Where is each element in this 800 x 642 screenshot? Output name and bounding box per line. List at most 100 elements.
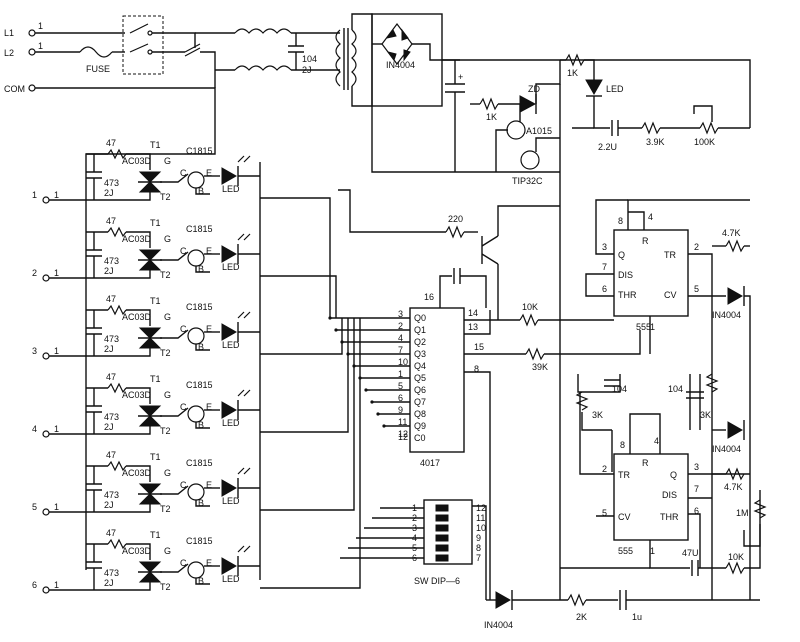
bottom-rail: IN4004 2K 1u <box>484 590 760 630</box>
pin-thr-b: THR <box>660 512 679 522</box>
output-label: 1 <box>32 190 37 200</box>
ic-555-bottom: 555 TR R Q DIS CV THR 8 4 2 5 1 3 7 6 47… <box>560 392 767 576</box>
label-c: C <box>180 558 187 568</box>
label-c: C <box>180 168 187 178</box>
label-ic-4017: 4017 <box>420 458 440 468</box>
pin-q-b: Q <box>670 470 677 480</box>
label-cap-2j: 2J <box>104 500 114 510</box>
label-triac: AC03D <box>122 312 152 322</box>
ic-q-label: Q4 <box>414 361 426 371</box>
output-pin: 1 <box>54 502 59 512</box>
ic-q-label: Q1 <box>414 325 426 335</box>
label-e: E <box>206 558 212 568</box>
pin-cv: CV <box>664 290 677 300</box>
led-icon <box>221 323 238 341</box>
output-terminal <box>42 430 50 438</box>
ic-q-label: C0 <box>414 433 426 443</box>
counter-bias: 10K 39K <box>500 302 641 372</box>
ic-4017: 4017 16 14 13 15 8 12 Q03Q12Q24Q37Q410Q5… <box>260 197 506 600</box>
led-icon <box>221 167 238 185</box>
label-t2: T2 <box>160 582 171 592</box>
left-bus <box>85 140 261 580</box>
dip-pin-right: 7 <box>476 553 481 563</box>
ic-555-top: 555 Q R TR DIS THR CV 8 4 3 7 6 2 5 1 4.… <box>585 199 751 600</box>
varistor-symbol <box>184 43 201 57</box>
pin-8: 8 <box>618 216 623 226</box>
label-r-3k-b: 3K <box>700 410 711 420</box>
label-cap-2j-top: 2J <box>302 65 312 75</box>
dip-toggle[interactable] <box>435 544 449 552</box>
label-b: B <box>198 576 204 586</box>
label-triac: AC03D <box>122 468 152 478</box>
label-t2: T2 <box>160 426 171 436</box>
cap-22u <box>611 120 619 136</box>
output-terminal <box>42 508 50 516</box>
pin-3-b: 3 <box>694 462 699 472</box>
terminal-l1 <box>28 29 36 37</box>
led-icon <box>221 479 238 497</box>
cap-47u <box>691 560 699 576</box>
output-label: 3 <box>32 346 37 356</box>
led-icon <box>221 557 238 575</box>
dip-toggle[interactable] <box>435 514 449 522</box>
cap-filter <box>445 60 465 172</box>
ic-q-pin-number: 4 <box>398 333 403 343</box>
label-t2: T2 <box>160 348 171 358</box>
pin-q: Q <box>618 250 625 260</box>
label-g: G <box>164 468 171 478</box>
dip-toggle[interactable] <box>435 554 449 562</box>
label-t1: T1 <box>150 296 161 306</box>
transistor-tip32c <box>520 150 540 170</box>
label-e: E <box>206 402 212 412</box>
pin-6: 6 <box>602 284 607 294</box>
diode-a <box>727 287 744 305</box>
resistor-47 <box>107 382 127 394</box>
resistor-47 <box>107 538 127 550</box>
top-rc-network: 1K LED 2.2U 3.9K 100K <box>560 53 750 152</box>
pot-1m <box>753 499 767 519</box>
label-trans: C1815 <box>186 536 213 546</box>
label-c: C <box>180 480 187 490</box>
label-ic-555b: 555 <box>618 546 633 556</box>
label-cap-473: 473 <box>104 568 119 578</box>
dip-toggle[interactable] <box>435 524 449 532</box>
triac-icon <box>138 405 162 417</box>
label-trans: C1815 <box>186 146 213 156</box>
label-e: E <box>206 168 212 178</box>
label-trans: C1815 <box>186 380 213 390</box>
label-t2: T2 <box>160 192 171 202</box>
pin-4-b: 4 <box>654 436 659 446</box>
ic-q-pin-number: 7 <box>398 345 403 355</box>
pin-cv-b: CV <box>618 512 631 522</box>
pin-one-l2: 1 <box>38 41 43 51</box>
ic-q-label: Q5 <box>414 373 426 383</box>
ic-q-pin-number: 2 <box>398 321 403 331</box>
transformer-primary <box>335 29 341 87</box>
label-zd: ZD <box>528 84 540 94</box>
label-c: C <box>180 246 187 256</box>
label-e: E <box>206 324 212 334</box>
label-r-47: 47 <box>106 528 116 538</box>
label-cap-1u: 1u <box>632 612 642 622</box>
label-g: G <box>164 390 171 400</box>
dip-pin-right: 10 <box>476 523 486 533</box>
ic-pin-8: 8 <box>474 364 479 374</box>
label-t2: T2 <box>160 504 171 514</box>
dip-toggle[interactable] <box>435 504 449 512</box>
label-cap-473: 473 <box>104 178 119 188</box>
label-cap-22u: 2.2U <box>598 142 617 152</box>
label-r-1k-top: 1K <box>567 68 578 78</box>
cap-104-a <box>604 379 620 387</box>
ic-q-label: Q3 <box>414 349 426 359</box>
label-cap-2j: 2J <box>104 188 114 198</box>
label-t1: T1 <box>150 374 161 384</box>
label-b: B <box>198 420 204 430</box>
label-led: LED <box>222 184 240 194</box>
terminal-com <box>28 84 36 92</box>
dip-toggle[interactable] <box>435 534 449 542</box>
label-t1: T1 <box>150 218 161 228</box>
label-g: G <box>164 312 171 322</box>
output-terminal <box>42 274 50 282</box>
